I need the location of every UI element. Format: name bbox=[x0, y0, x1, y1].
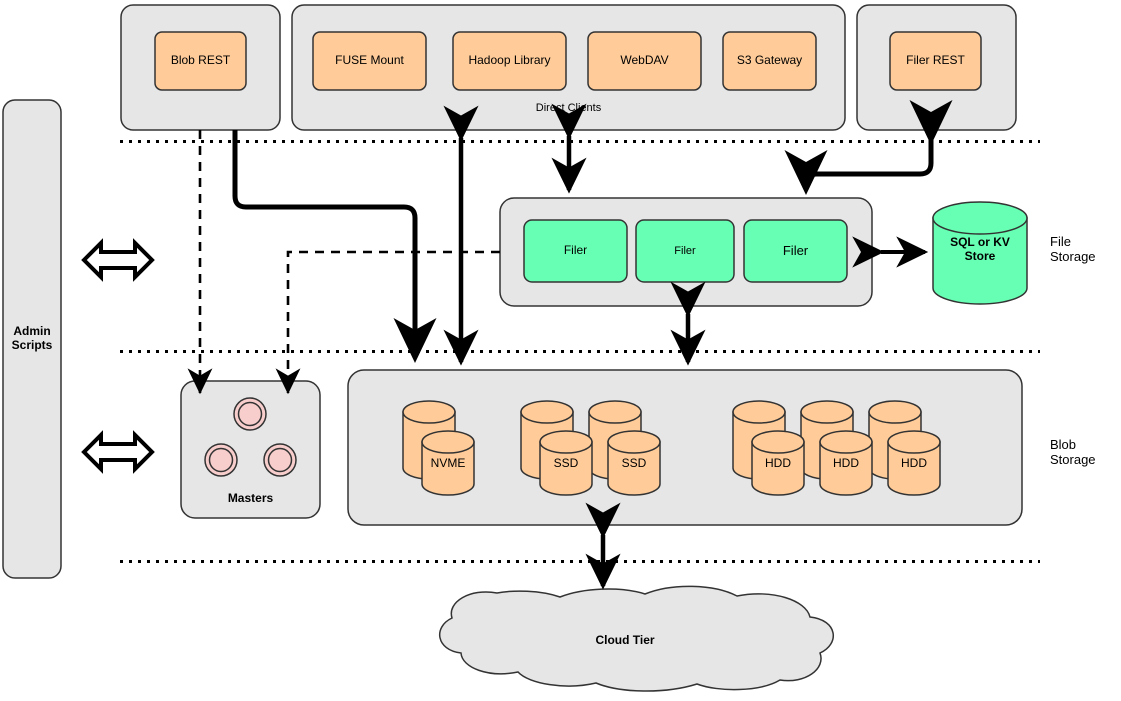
hdd-cyl-front-2 bbox=[819, 430, 873, 496]
filer-label-1: Filer bbox=[563, 243, 588, 258]
volume-label-ssd-2: SSD bbox=[621, 456, 647, 471]
master-node-3[interactable] bbox=[263, 443, 297, 477]
client-box-webdav[interactable] bbox=[587, 31, 702, 91]
client-label-fuse-mount: FUSE Mount bbox=[335, 53, 404, 68]
volume-group-nvme[interactable] bbox=[402, 400, 475, 496]
nvme-cyl-front-1 bbox=[421, 430, 475, 496]
client-label-s3-gateway: S3 Gateway bbox=[736, 53, 803, 68]
volume-group-hdd[interactable] bbox=[732, 400, 941, 496]
client-label-filer-rest: Filer REST bbox=[906, 53, 965, 68]
conn-filer-masters-dashed bbox=[275, 250, 500, 395]
master-node-2[interactable] bbox=[204, 443, 238, 477]
hdd-cyl-front-1 bbox=[751, 430, 805, 496]
client-box-hadoop-library[interactable] bbox=[452, 31, 567, 91]
filer-node-1[interactable] bbox=[523, 219, 628, 283]
volume-label-hdd-2: HDD bbox=[833, 456, 859, 471]
conn-blobrest-blobstorage bbox=[232, 130, 437, 363]
direct-clients-caption: Direct Clients bbox=[535, 101, 602, 114]
cloud-tier-label: Cloud Tier bbox=[595, 633, 655, 648]
client-box-fuse-mount[interactable] bbox=[312, 31, 427, 91]
ssd-cyl-front-2 bbox=[607, 430, 661, 496]
filer-label-3: Filer bbox=[782, 242, 809, 258]
hdd-cyl-front-3 bbox=[887, 430, 941, 496]
master-node-1[interactable] bbox=[233, 397, 267, 431]
volume-group-ssd[interactable] bbox=[520, 400, 661, 496]
tier-label-blob-storage: Blob Storage bbox=[1050, 437, 1096, 467]
volume-label-ssd-1: SSD bbox=[553, 456, 579, 471]
cloud-tier-shape[interactable] bbox=[438, 585, 835, 692]
admin-blob-double-arrow bbox=[81, 430, 155, 474]
sql-or-kv-store-label: SQL or KV Store bbox=[950, 235, 1010, 263]
volume-label-hdd-3: HDD bbox=[901, 456, 927, 471]
masters-label: Masters bbox=[227, 491, 274, 506]
admin-scripts-panel[interactable] bbox=[2, 99, 62, 579]
client-box-blob-rest[interactable] bbox=[154, 31, 247, 91]
tier-label-file-storage: File Storage bbox=[1050, 234, 1096, 264]
admin-filer-double-arrow bbox=[81, 238, 155, 282]
client-label-blob-rest: Blob REST bbox=[170, 53, 231, 68]
filer-node-3[interactable] bbox=[743, 219, 848, 283]
volume-label-nvme: NVME bbox=[430, 456, 466, 471]
client-box-s3-gateway[interactable] bbox=[722, 31, 817, 91]
volume-label-hdd-1: HDD bbox=[765, 456, 791, 471]
client-label-hadoop-library: Hadoop Library bbox=[468, 53, 551, 68]
admin-scripts-label: Admin Scripts bbox=[11, 324, 53, 352]
filer-label-2: Filer bbox=[674, 244, 696, 257]
client-label-webdav: WebDAV bbox=[620, 53, 669, 68]
conn-filerrest-filer bbox=[784, 100, 953, 195]
masters-box[interactable] bbox=[180, 380, 321, 519]
sql-or-kv-store-cylinder[interactable] bbox=[932, 201, 1028, 305]
client-box-filer-rest[interactable] bbox=[889, 31, 982, 91]
ssd-cyl-front-1 bbox=[539, 430, 593, 496]
connectors bbox=[187, 100, 953, 590]
